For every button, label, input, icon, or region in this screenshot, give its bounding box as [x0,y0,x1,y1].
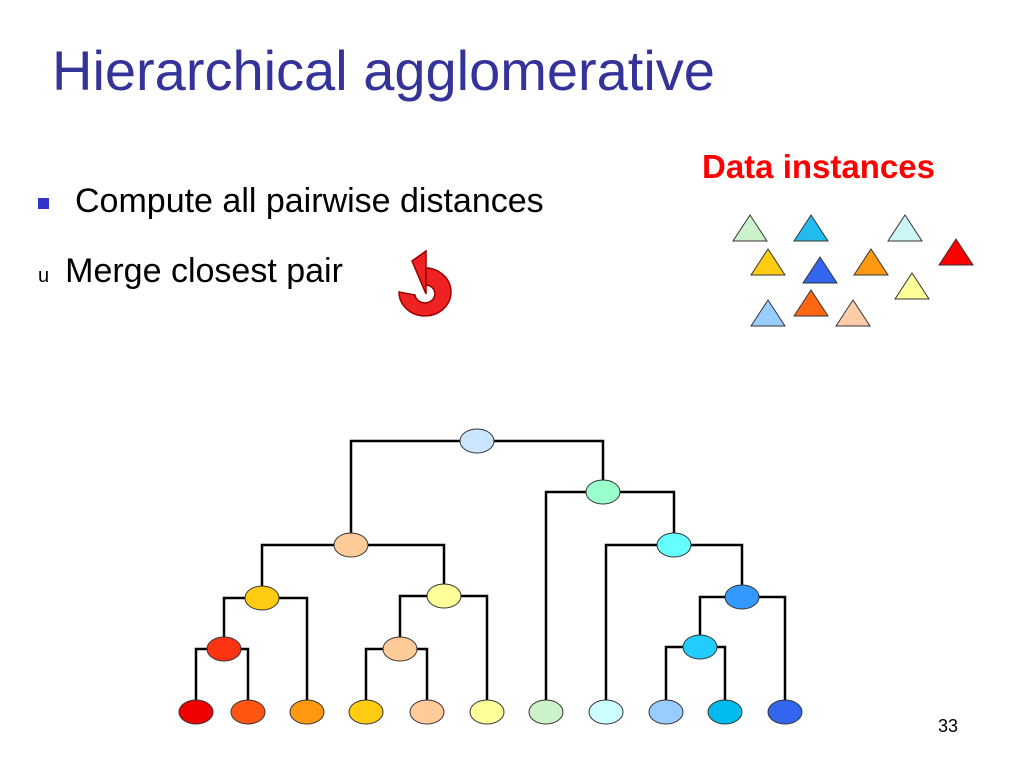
dendrogram-cluster-node [333,532,369,558]
dendrogram-leaf-node [178,699,214,725]
bullet-1: Compute all pairwise distances [38,182,544,221]
dendrogram-leaf-node [348,699,384,725]
data-instances-label: Data instances [702,148,935,185]
data-instance-triangle [835,299,871,327]
dendrogram-cluster-node [682,634,718,660]
dendrogram-link [398,594,489,712]
dendrogram-cluster-node [426,583,462,609]
data-instance-triangle [732,214,768,242]
bullet-1-text: Compute all pairwise distances [75,182,544,220]
data-instance-triangle [750,248,786,276]
dendrogram-cluster-node [656,532,692,558]
bullet-2: u Merge closest pair [38,252,343,291]
data-instance-triangle [793,214,829,242]
dendrogram-link [698,595,787,712]
data-instance-triangle [802,256,838,284]
data-instance-triangle [887,214,923,242]
data-instance-triangle [793,289,829,317]
dendrogram-leaf-node [648,699,684,725]
square-bullet-icon [38,198,49,209]
dendrogram-link [194,647,250,712]
dendrogram-link [349,439,605,545]
dendrogram-cluster-node [724,584,760,610]
dendrogram-leaf-node [707,699,743,725]
dendrogram-cluster-node [382,636,418,662]
dendrogram-leaf-node [588,699,624,725]
page-number: 33 [938,716,959,736]
dendrogram-links [194,439,787,712]
dendrogram-link [544,490,676,712]
data-instance-triangle [853,248,889,276]
dendrogram-link [364,647,429,712]
circular-arrow-icon [398,249,452,317]
data-instance-triangle [938,238,974,266]
data-instance-triangle [750,299,786,327]
dendrogram-leaf-node [469,699,505,725]
dendrogram-link [260,543,446,598]
slide-title: Hierarchical agglomerative [52,39,715,102]
dendrogram-cluster-node [459,428,495,454]
dendrogram-leaf-node [289,699,325,725]
dendrogram-link [664,645,727,712]
dendrogram-leaf-node [230,699,266,725]
dendrogram-leaf-node [409,699,445,725]
dendrogram-link [604,543,744,712]
dendrogram-cluster-node [585,479,621,505]
bullet-2-text: Merge closest pair [65,252,343,290]
dendrogram-leaf-node [767,699,803,725]
dendrogram-link [222,596,309,712]
dendrogram-cluster-node [206,636,242,662]
data-instance-triangle [894,272,930,300]
dendrogram-leaf-node [528,699,564,725]
u-bullet-marker: u [38,265,50,287]
dendrogram-cluster-node [244,585,280,611]
